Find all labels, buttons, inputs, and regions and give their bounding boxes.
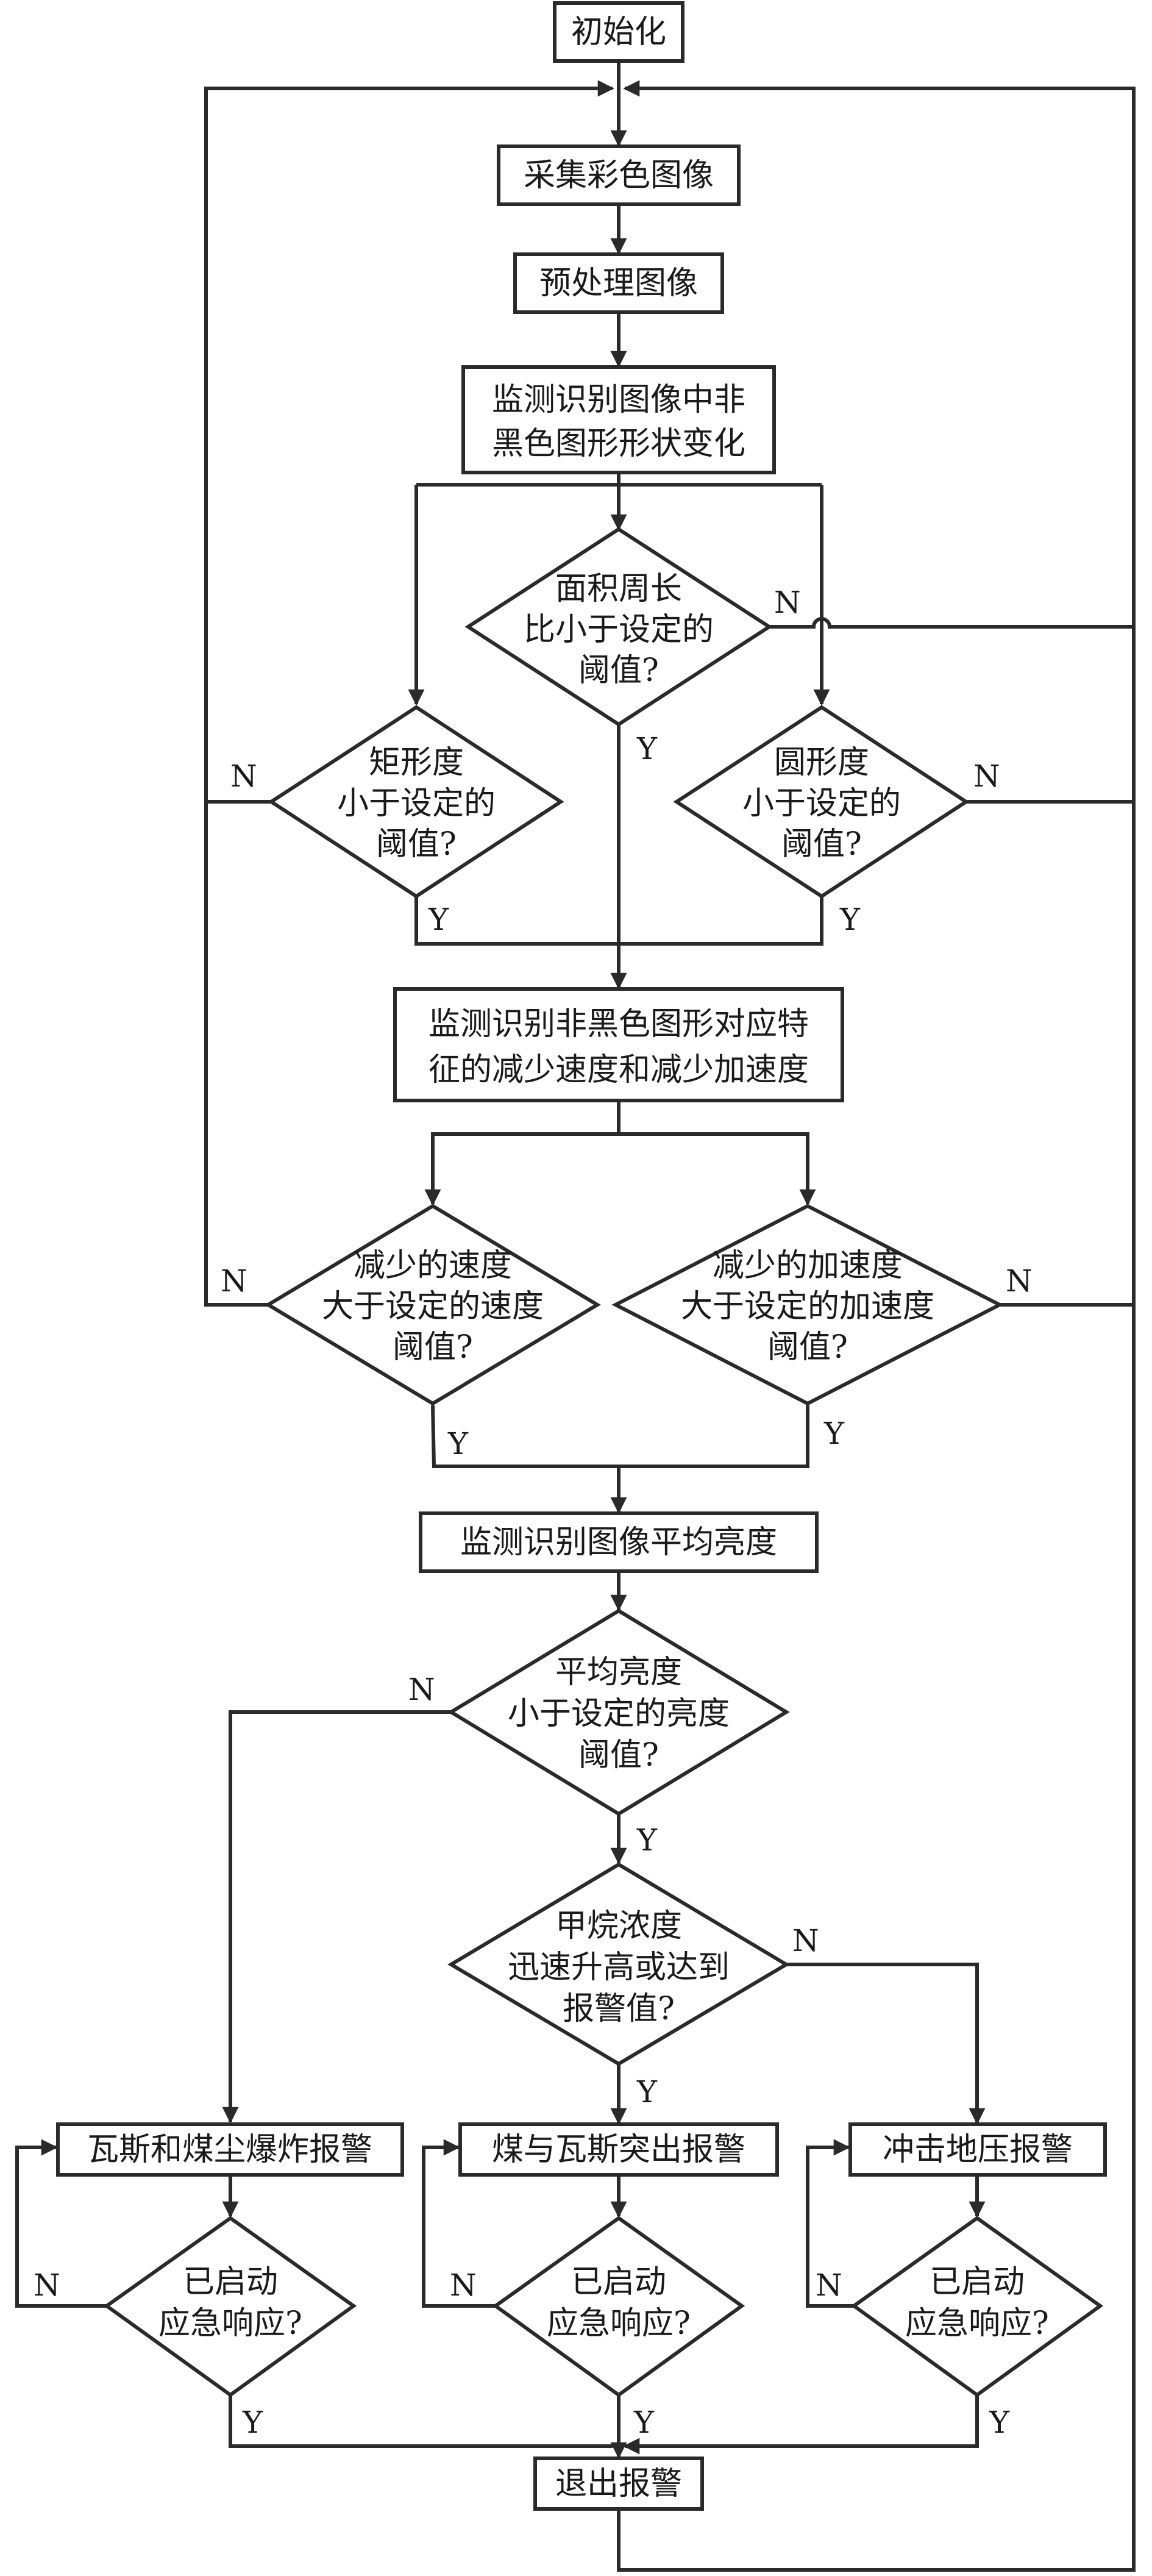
node-init-label: 初始化 [571, 14, 666, 51]
decision-speed-line2: 大于设定的速度 [322, 1288, 544, 1325]
edge-speed-split [431, 1101, 808, 1204]
decision-response-2-line1: 已启动 [571, 2264, 666, 2300]
node-capture: 采集彩色图像 [497, 144, 741, 206]
decision-accel-line2: 大于设定的加速度 [681, 1288, 934, 1325]
edge-resp2-N [422, 2139, 497, 2308]
node-exit-alarm: 退出报警 [533, 2456, 704, 2511]
decision-rectangularity-line3: 阈值? [376, 826, 457, 863]
decision-response-1-line1: 已启动 [183, 2264, 278, 2300]
decision-response-1-line2: 应急响应? [158, 2305, 302, 2342]
decision-speed-line1: 减少的速度 [354, 1247, 512, 1284]
node-alarm-gas-dust-label: 瓦斯和煤尘爆炸报警 [87, 2132, 372, 2168]
label-resp2-N: N [450, 2267, 477, 2303]
decision-brightness: 平均亮度 小于设定的亮度 阈值? [447, 1608, 790, 1816]
label-speed-Y: Y [447, 1426, 469, 1461]
node-exit-alarm-label: 退出报警 [555, 2466, 682, 2502]
label-rect-Y: Y [428, 902, 449, 937]
decision-response-3: 已启动 应急响应? [850, 2216, 1104, 2397]
decision-area-perimeter: 面积周长 比小于设定的 阈值? [464, 527, 773, 727]
decision-accel-line1: 减少的加速度 [713, 1247, 903, 1284]
node-monitor-shape-line2: 黑色图形形状变化 [492, 426, 745, 462]
decision-response-3-line2: 应急响应? [905, 2305, 1049, 2342]
decision-brightness-line1: 平均亮度 [555, 1654, 682, 1691]
decision-circularity-line1: 圆形度 [774, 744, 869, 781]
edge-resp-Y [229, 2396, 979, 2446]
decision-accel-line3: 阈值? [767, 1329, 848, 1366]
branch-labels: N Y N Y N Y N Y N Y N Y N Y N Y N Y N Y [34, 585, 1033, 2440]
label-resp1-N: N [34, 2267, 60, 2303]
edge-bright-N [222, 1710, 454, 2124]
edge-speedaccel-Y [431, 1405, 809, 1512]
decision-response-3-line1: 已启动 [930, 2264, 1025, 2300]
edge-rect-Y [414, 896, 823, 946]
node-monitor-speed: 监测识别非黑色图形对应特 征的减少速度和减少加速度 [393, 987, 844, 1102]
node-monitor-brightness-label: 监测识别图像平均亮度 [460, 1524, 777, 1561]
label-accel-Y: Y [823, 1416, 845, 1451]
node-alarm-rockburst-label: 冲击地压报警 [883, 2132, 1073, 2168]
node-monitor-brightness: 监测识别图像平均亮度 [419, 1511, 819, 1573]
decision-response-1: 已启动 应急响应? [103, 2216, 357, 2397]
edge-right-rail [617, 80, 1136, 2572]
decision-response-2-line2: 应急响应? [547, 2305, 691, 2342]
node-alarm-outburst-label: 煤与瓦斯突出报警 [492, 2132, 745, 2168]
edge-resp3-N [806, 2139, 856, 2308]
decision-accel: 减少的加速度 大于设定的加速度 阈值? [611, 1204, 1004, 1406]
connectors [15, 61, 1136, 2572]
node-capture-label: 采集彩色图像 [524, 157, 714, 194]
decision-brightness-line3: 阈值? [578, 1737, 659, 1774]
node-alarm-gas-dust: 瓦斯和煤尘爆炸报警 [56, 2122, 404, 2177]
label-methane-N: N [792, 1923, 819, 1958]
node-init: 初始化 [553, 1, 684, 63]
label-speed-N: N [221, 1263, 247, 1299]
edge-resp1-N [15, 2139, 107, 2308]
label-area-Y: Y [636, 731, 658, 766]
node-monitor-speed-line2: 征的减少速度和减少加速度 [428, 1052, 809, 1088]
decision-rectangularity-line1: 矩形度 [369, 744, 464, 781]
edge-methane-N [786, 1963, 986, 2125]
decision-response-2: 已启动 应急响应? [492, 2216, 745, 2397]
node-monitor-shape-line1: 监测识别图像中非 [492, 382, 745, 418]
label-resp1-Y: Y [242, 2405, 263, 2440]
label-resp2-Y: Y [633, 2405, 655, 2440]
decision-area-perimeter-line1: 面积周长 [555, 571, 682, 607]
decision-circularity: 圆形度 小于设定的 阈值? [673, 705, 970, 899]
decision-methane-line2: 迅速升高或达到 [508, 1949, 730, 1986]
label-resp3-N: N [816, 2267, 842, 2303]
decision-rectangularity-line2: 小于设定的 [337, 785, 496, 822]
decision-area-perimeter-line2: 比小于设定的 [524, 612, 714, 648]
label-accel-N: N [1006, 1263, 1033, 1299]
decision-methane-line3: 报警值? [563, 1991, 675, 2027]
label-circ-Y: Y [839, 902, 861, 937]
node-monitor-speed-line1: 监测识别非黑色图形对应特 [428, 1006, 809, 1043]
label-bright-N: N [408, 1672, 435, 1707]
label-bright-Y: Y [636, 1822, 658, 1858]
node-alarm-rockburst: 冲击地压报警 [848, 2122, 1107, 2177]
label-methane-Y: Y [636, 2074, 658, 2110]
decision-methane-line1: 甲烷浓度 [555, 1908, 682, 1944]
decision-speed-line3: 阈值? [393, 1329, 473, 1366]
decision-methane: 甲烷浓度 迅速升高或达到 报警值? [447, 1862, 790, 2066]
label-area-N: N [774, 585, 801, 620]
label-circ-N: N [973, 758, 1000, 794]
node-alarm-outburst: 煤与瓦斯突出报警 [458, 2122, 779, 2177]
decision-area-perimeter-line3: 阈值? [578, 652, 659, 689]
decision-circularity-line2: 小于设定的 [742, 785, 901, 822]
decision-circularity-line3: 阈值? [781, 826, 862, 863]
label-resp3-Y: Y [989, 2405, 1010, 2440]
node-preprocess-label: 预处理图像 [539, 265, 698, 302]
decision-rectangularity: 矩形度 小于设定的 阈值? [268, 705, 564, 899]
decision-brightness-line2: 小于设定的亮度 [508, 1696, 730, 1732]
node-monitor-shape: 监测识别图像中非 黑色图形形状变化 [461, 365, 776, 474]
edge-area-N [769, 617, 1134, 629]
decision-speed: 减少的速度 大于设定的速度 阈值? [265, 1204, 601, 1406]
node-preprocess: 预处理图像 [513, 252, 724, 314]
label-rect-N: N [230, 758, 257, 794]
